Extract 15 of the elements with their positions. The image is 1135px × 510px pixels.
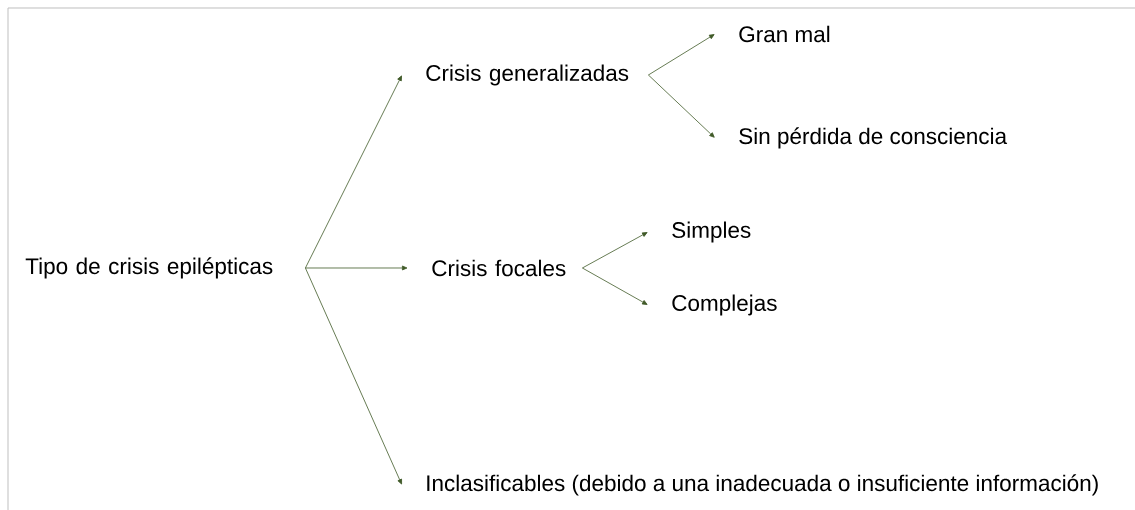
arrow: [582, 232, 648, 269]
arrow: [305, 265, 408, 271]
node-text: Sin pérdida de consciencia: [739, 127, 1008, 149]
arrow: [582, 267, 648, 305]
node-text: Complejas: [672, 294, 777, 316]
node-text: Simples: [672, 221, 751, 243]
node-text: Gran mal: [739, 25, 830, 43]
node-text: Tipo de crisis epilépticas: [25, 257, 273, 279]
node-text: Crisis focales: [432, 259, 566, 277]
arrow: [305, 267, 402, 485]
node-text: Inclasificables (debido a una inadecuada o insuficiente información): [427, 474, 1098, 496]
arrow: [648, 74, 715, 138]
arrow: [648, 34, 715, 76]
node-text: Crisis generalizadas: [426, 64, 629, 86]
arrow: [305, 75, 402, 269]
